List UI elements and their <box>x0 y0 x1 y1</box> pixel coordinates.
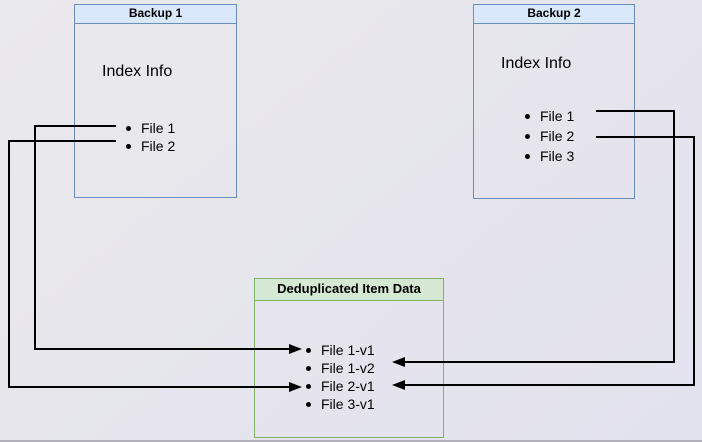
backup1-file-list: File 1 File 2 <box>126 119 175 155</box>
arrowhead-left-icon <box>392 380 405 390</box>
backup1-title: Backup 1 <box>75 5 236 24</box>
arrowhead-left-icon <box>392 357 405 367</box>
line-segment <box>693 136 695 386</box>
bullet-icon <box>525 153 530 159</box>
bullet-icon <box>126 143 131 149</box>
dedup-file-2-v1-item: File 2-v1 <box>306 377 375 395</box>
line-segment <box>34 125 36 350</box>
line-segment <box>34 125 116 127</box>
bullet-icon <box>126 125 131 131</box>
backup1-file-2-label: File 2 <box>141 138 176 154</box>
arrowhead-right-icon <box>289 344 302 354</box>
dedup-title: Deduplicated Item Data <box>255 279 443 301</box>
dedup-item-list: File 1-v1 File 1-v2 File 2-v1 File 3-v1 <box>306 341 375 413</box>
line-segment <box>8 140 10 388</box>
line-segment <box>404 384 695 386</box>
dedup-file-1-v2-item: File 1-v2 <box>306 359 375 377</box>
line-segment <box>596 110 675 112</box>
backup1-file-2-item: File 2 <box>126 137 175 155</box>
bullet-icon <box>306 383 311 389</box>
dedup-file-3-v1-item: File 3-v1 <box>306 395 375 413</box>
backup1-file-1-label: File 1 <box>141 120 176 136</box>
line-segment <box>34 348 291 350</box>
backup2-file-list: File 1 File 2 File 3 <box>525 106 574 166</box>
bullet-icon <box>306 401 311 407</box>
dedup-file-3-v1-label: File 3-v1 <box>321 396 375 412</box>
bullet-icon <box>525 113 530 119</box>
backup2-file-1-label: File 1 <box>540 108 575 124</box>
dedup-file-2-v1-label: File 2-v1 <box>321 378 375 394</box>
backup2-title: Backup 2 <box>474 5 634 24</box>
backup1-box: Backup 1 Index Info File 1 File 2 <box>74 4 237 198</box>
backup2-file-2-label: File 2 <box>540 128 575 144</box>
backup2-file-3-label: File 3 <box>540 148 575 164</box>
backup2-file-3-item: File 3 <box>525 146 574 166</box>
arrowhead-right-icon <box>289 382 302 392</box>
backup1-index-info-label: Index Info <box>102 63 173 80</box>
dedup-file-1-v2-label: File 1-v2 <box>321 360 375 376</box>
backup2-box: Backup 2 Index Info File 1 File 2 File 3 <box>473 4 635 199</box>
bullet-icon <box>306 347 311 353</box>
line-segment <box>8 386 291 388</box>
bullet-icon <box>525 133 530 139</box>
dedup-file-1-v1-label: File 1-v1 <box>321 342 375 358</box>
backup1-file-1-item: File 1 <box>126 119 175 137</box>
line-segment <box>404 361 675 363</box>
backup2-file-1-item: File 1 <box>525 106 574 126</box>
dedup-file-1-v1-item: File 1-v1 <box>306 341 375 359</box>
line-segment <box>596 136 695 138</box>
bullet-icon <box>306 365 311 371</box>
backup2-file-2-item: File 2 <box>525 126 574 146</box>
dedup-box: Deduplicated Item Data File 1-v1 File 1-… <box>254 278 444 438</box>
line-segment <box>8 140 116 142</box>
line-segment <box>673 110 675 363</box>
backup2-index-info-label: Index Info <box>501 55 572 72</box>
